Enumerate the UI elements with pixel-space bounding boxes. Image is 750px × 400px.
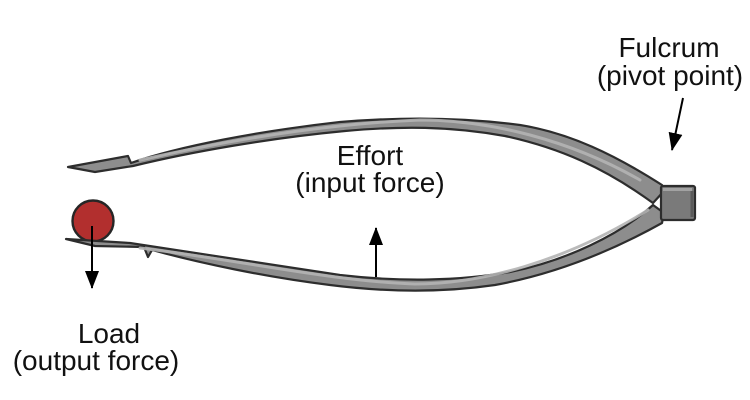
load-label-line1: Load [78, 318, 140, 349]
fulcrum-block [659, 184, 697, 222]
fulcrum-label-line1: Fulcrum [618, 32, 719, 63]
bottom-arm-highlight [138, 208, 650, 286]
tweezers-bottom-arm [64, 203, 666, 292]
fulcrum-label-line2: (pivot point) [597, 60, 743, 91]
top-arm-highlight [138, 118, 642, 182]
load-label-line2: (output force) [13, 345, 180, 376]
fulcrum-arrow-icon [668, 97, 684, 151]
effort-label-line1: Effort [337, 140, 404, 171]
effort-label-line2: (input force) [295, 167, 444, 198]
